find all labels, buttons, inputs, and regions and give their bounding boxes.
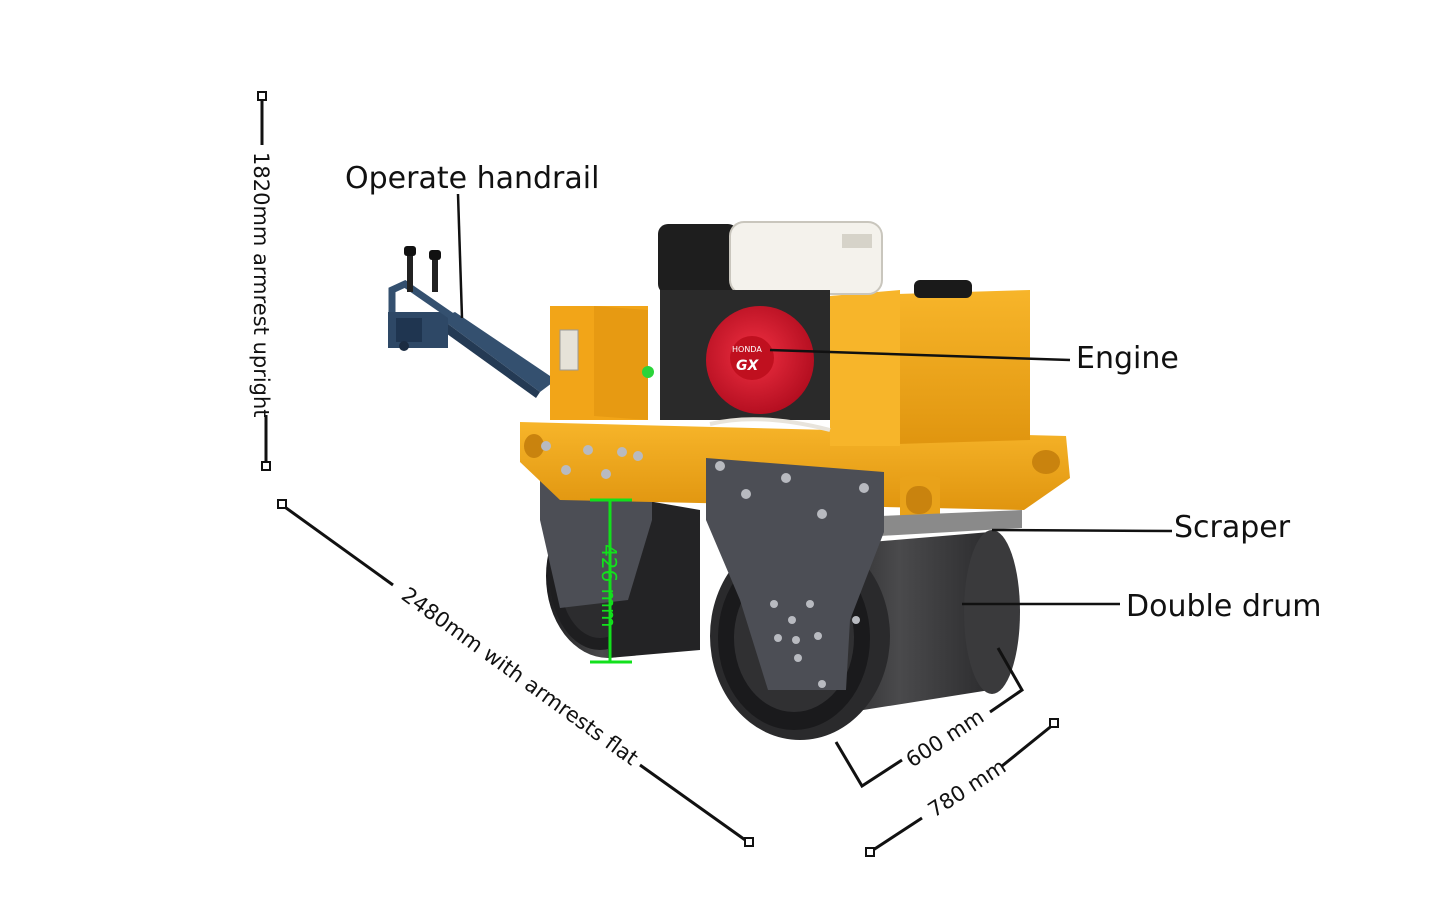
engine-housing — [550, 280, 1030, 446]
drum-width-label: 600 mm — [902, 704, 989, 772]
front-side-plate — [706, 458, 884, 690]
engine-brand-text: HONDA — [732, 345, 762, 354]
callout-drum: Double drum — [962, 589, 1321, 624]
callout-engine: Engine — [769, 341, 1179, 376]
callout-scraper: Scraper — [991, 510, 1291, 545]
operate-handrail — [388, 246, 556, 398]
callout-handrail-label: Operate handrail — [345, 161, 599, 196]
drum-diameter-dimension: 426 mm — [590, 498, 632, 664]
engine-model-text: GX — [736, 358, 759, 374]
height-dimension-label: 1820mm armrest upright — [249, 152, 273, 418]
road-roller-illustration: HONDA GX — [388, 221, 1070, 740]
rear-plate-bolts — [541, 441, 643, 479]
callout-scraper-label: Scraper — [1174, 510, 1291, 545]
overall-width-label: 780 mm — [924, 754, 1011, 822]
callout-handrail: Operate handrail — [345, 161, 599, 319]
callout-drum-label: Double drum — [1126, 589, 1321, 624]
callout-engine-label: Engine — [1076, 341, 1179, 376]
height-dimension: 1820mm armrest upright — [249, 91, 273, 471]
scraper-bar — [880, 510, 1022, 536]
drum-diameter-label: 426 mm — [597, 544, 621, 628]
engine: HONDA GX — [658, 221, 883, 432]
